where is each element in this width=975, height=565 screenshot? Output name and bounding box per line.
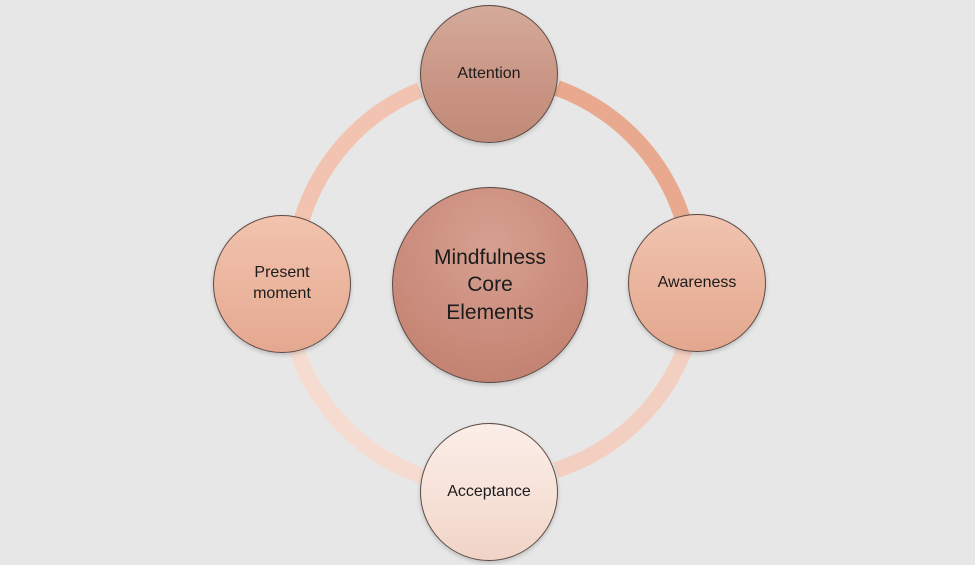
node-attention-label: Attention	[457, 64, 521, 82]
node-present-moment: Present moment	[213, 215, 351, 353]
node-acceptance-label: Acceptance	[447, 482, 531, 500]
center-node-label: Mindfulness Core Elements	[433, 246, 547, 324]
node-acceptance: Acceptance	[420, 423, 558, 561]
node-attention: Attention	[420, 5, 558, 143]
ring-arc-bottom-left	[284, 332, 425, 484]
center-node-mindfulness: Mindfulness Core Elements	[392, 187, 588, 383]
node-awareness: Awareness	[628, 214, 766, 352]
node-awareness-label: Awareness	[657, 273, 737, 291]
node-present-moment-label: Present moment	[253, 264, 311, 302]
ring-arc-bottom-right	[553, 337, 696, 478]
